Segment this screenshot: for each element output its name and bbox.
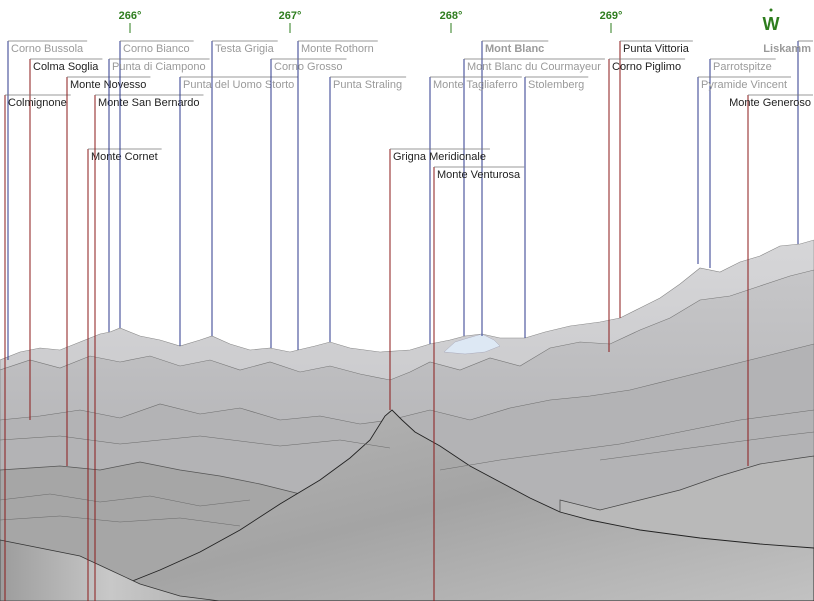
peak-marker: Liskamm — [763, 40, 813, 244]
grigna-massif — [69, 409, 814, 601]
peak-label: Corno Bianco — [123, 43, 190, 55]
peak-marker: Monte Cornet — [87, 148, 162, 601]
peak-label: Pyramide Vincent — [701, 79, 787, 91]
peak-label: Monte Venturosa — [437, 169, 521, 181]
peak-label: Monte Generoso — [729, 97, 811, 109]
peak-marker: Grigna Meridionale — [389, 148, 490, 410]
peak-marker: Parrotspitze — [709, 58, 776, 268]
peak-marker: Stolemberg — [524, 76, 589, 338]
peak-marker: Monte Generoso — [729, 94, 813, 466]
peak-label: Testa Grigia — [215, 43, 275, 55]
peak-marker: Corno Bussola — [7, 40, 88, 360]
peak-label: Mont Blanc du Courmayeur — [467, 61, 601, 73]
peak-marker: Punta Straling — [329, 76, 407, 342]
compass-cardinal-dot — [769, 8, 773, 12]
compass-tick-label: 268° — [440, 10, 463, 22]
peak-label: Colmignone — [8, 97, 67, 109]
peak-marker: Testa Grigia — [211, 40, 278, 336]
peak-label: Mont Blanc — [485, 43, 544, 55]
peak-marker: Colmignone — [4, 94, 71, 601]
peak-marker: Punta Vittoria — [619, 40, 693, 318]
peak-marker: Colma Soglia — [29, 58, 103, 420]
peak-label: Punta del Uomo Storto — [183, 79, 294, 91]
compass-scale: 266° 267° 268° 269° W — [119, 8, 780, 34]
peak-label: Liskamm — [763, 43, 811, 55]
foreground-ridge — [0, 539, 221, 601]
peak-label: Monte Rothorn — [301, 43, 374, 55]
compass-tick-label: 269° — [600, 10, 623, 22]
peak-label: Punta Straling — [333, 79, 402, 91]
ridge-lines — [0, 409, 814, 527]
compass-tick-label: 266° — [119, 10, 142, 22]
peak-marker: Pyramide Vincent — [697, 76, 792, 264]
peak-marker: Monte Tagliaferro — [429, 76, 522, 344]
peak-marker: Monte Rothorn — [297, 40, 378, 350]
peak-label: Grigna Meridionale — [393, 151, 486, 163]
peak-label: Stolemberg — [528, 79, 584, 91]
peak-label: Monte San Bernardo — [98, 97, 200, 109]
peak-marker: Corno Piglimo — [608, 58, 686, 352]
peak-marker: Corno Bianco — [119, 40, 194, 328]
peak-marker: Corno Grosso — [270, 58, 347, 348]
peak-marker: Punta di Ciampono — [108, 58, 210, 332]
peak-label: Corno Piglimo — [612, 61, 681, 73]
peak-label: Punta di Ciampono — [112, 61, 206, 73]
peak-label: Corno Bussola — [11, 43, 84, 55]
peak-label: Corno Grosso — [274, 61, 342, 73]
peak-marker: Punta del Uomo Storto — [179, 76, 299, 346]
peak-label: Colma Soglia — [33, 61, 99, 73]
peak-marker: Monte San Bernardo — [94, 94, 204, 601]
peak-label: Monte Novesso — [70, 79, 146, 91]
peak-label: Punta Vittoria — [623, 43, 690, 55]
peak-label: Monte Cornet — [91, 151, 158, 163]
peak-marker: Mont Blanc du Courmayeur — [463, 58, 605, 336]
compass-cardinal-label: W — [763, 14, 780, 34]
compass-tick-label: 267° — [279, 10, 302, 22]
peak-marker: Monte Venturosa — [433, 166, 525, 601]
peak-label: Monte Tagliaferro — [433, 79, 518, 91]
peak-marker: Mont Blanc — [481, 40, 549, 336]
peak-label: Parrotspitze — [713, 61, 772, 73]
mont-blanc-snow — [443, 333, 501, 355]
peak-marker: Monte Novesso — [66, 76, 151, 466]
